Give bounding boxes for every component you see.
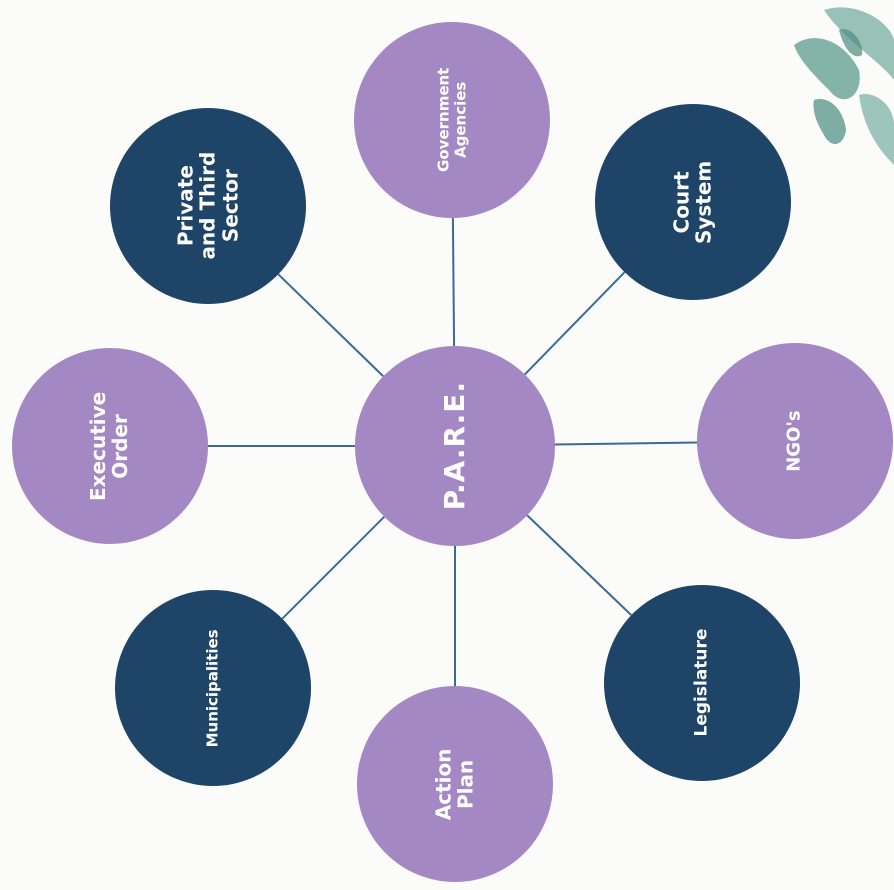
node-private-third-sector: Private and Third Sector xyxy=(110,108,306,304)
leaf-decoration xyxy=(794,7,894,165)
node-label-legislature: Legislature xyxy=(691,629,712,737)
node-label-court-system: Court System xyxy=(669,160,716,244)
node-label-ngos: NGO's xyxy=(783,410,805,472)
connector-municipalities xyxy=(281,516,385,620)
node-executive-order: Executive Order xyxy=(12,348,208,544)
connector-government xyxy=(451,217,456,347)
center-node-label: P.A.R.E. xyxy=(438,381,472,511)
connector-private-third xyxy=(277,273,384,378)
connector-ngos xyxy=(554,441,698,446)
node-label-action-plan: Action Plan xyxy=(431,748,478,820)
node-government-agencies: Government Agencies xyxy=(354,22,550,218)
connector-legislature xyxy=(526,514,632,616)
node-label-government-agencies: Government Agencies xyxy=(434,67,469,173)
node-court-system: Court System xyxy=(595,104,791,300)
node-label-private-third-sector: Private and Third Sector xyxy=(173,152,243,260)
node-ngos: NGO's xyxy=(697,343,893,539)
node-municipalities: Municipalities xyxy=(115,590,311,786)
node-label-executive-order: Executive Order xyxy=(86,391,133,501)
center-node-pare: P.A.R.E. xyxy=(355,346,555,546)
node-legislature: Legislature xyxy=(604,585,800,781)
node-label-municipalities: Municipalities xyxy=(203,628,222,747)
connector-court xyxy=(524,271,626,376)
node-action-plan: Action Plan xyxy=(357,686,553,882)
